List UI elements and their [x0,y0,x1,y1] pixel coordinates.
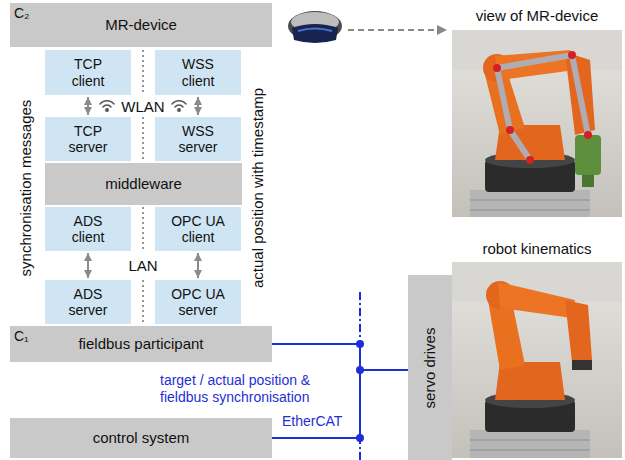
box-label: ADS client [56,213,120,245]
component-tag: C₂ [14,5,30,21]
link-arrow [87,253,89,278]
box-label: middleware [105,175,182,192]
server-box: TCP server [45,117,131,161]
middleware-box: middleware [45,163,242,205]
fieldbus-box: C₁ fieldbus participant [10,326,272,362]
network-label: WLAN [121,98,164,116]
box-label: control system [93,429,190,446]
client-box: ADS client [45,207,131,251]
box-label: WSS server [166,123,230,155]
client-box: TCP client [45,50,131,95]
box-label: TCP client [56,56,120,88]
bus-name: EtherCAT [282,413,342,430]
bus-caption: target / actual position & fieldbus sync… [160,372,355,406]
control-box: control system [10,418,272,458]
box-label: servo drives [421,327,438,408]
box-label: WSS client [166,56,230,88]
link-arrow [87,97,89,115]
client-box: WSS client [155,50,241,95]
box-label: fieldbus participant [78,335,203,352]
network-label: LAN [128,257,157,275]
headset-icon [288,11,342,43]
bus-branch [272,344,408,370]
flow-caption: synchronisation messages [17,100,35,277]
box-label: OPC UA server [166,286,230,318]
component-tag: C₁ [14,328,29,344]
link-arrow [197,253,199,278]
device-box: C₂ MR-device [10,3,272,47]
photo-caption: robot kinematics [482,240,591,258]
photo-caption: view of MR-device [476,7,599,25]
view-arrow [348,29,446,31]
box-label: TCP server [56,123,120,155]
mr-view-photo [452,30,622,217]
server-box: WSS server [155,117,241,161]
box-label: OPC UA client [166,213,230,245]
robot-photo [452,262,622,458]
flow-caption: actual position with timestamp [249,88,267,288]
server-box: OPC UA server [155,280,241,324]
box-label: ADS server [56,286,120,318]
server-box: ADS server [45,280,131,324]
drives-box: servo drives [408,275,452,460]
link-arrow [197,97,199,115]
box-label: MR-device [105,16,177,33]
client-box: OPC UA client [155,207,241,251]
